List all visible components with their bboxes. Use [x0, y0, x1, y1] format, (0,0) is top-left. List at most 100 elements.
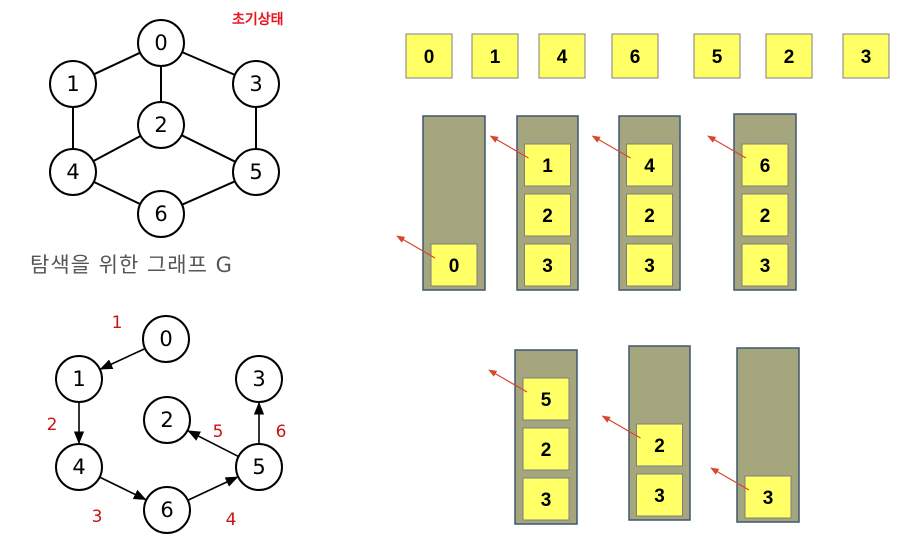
graph-node-6 — [137, 190, 185, 238]
dfs-node-label: 5 — [252, 455, 265, 479]
dfs-node-5 — [235, 443, 283, 491]
visit-box-label: 3 — [861, 47, 872, 68]
visit-box-label: 1 — [490, 47, 501, 68]
title: 초기상태 — [232, 12, 284, 28]
dfs-order-label: 1 — [112, 313, 123, 333]
dfs-node-4 — [55, 443, 103, 491]
visit-box — [693, 33, 741, 79]
dfs-node-label: 6 — [160, 498, 173, 522]
stack-3: 4 2 3 — [591, 115, 681, 291]
visit-box — [405, 33, 453, 79]
stack-item-label: 3 — [654, 486, 665, 507]
stack-7: 3 — [710, 347, 800, 523]
stack-item-label: 3 — [542, 256, 553, 277]
stack-item — [626, 243, 673, 287]
stack-item-label: 3 — [644, 256, 655, 277]
stack-item — [524, 243, 571, 287]
stack-item — [741, 143, 789, 187]
stack-item-label: 2 — [654, 436, 665, 457]
dfs-order-label: 6 — [276, 422, 287, 442]
stack-item-label: 2 — [542, 206, 553, 227]
visit-box-label: 6 — [630, 47, 641, 68]
graph-node-label: 4 — [66, 160, 79, 184]
stack-item-label: 2 — [760, 206, 771, 227]
stack-item — [524, 143, 571, 187]
visit-box — [765, 33, 813, 79]
graph-node-4 — [49, 148, 97, 196]
dfs-node-label: 3 — [252, 367, 265, 391]
stack-item — [522, 427, 570, 471]
graph-edge-6-5 — [181, 180, 236, 206]
stack-item-label: 2 — [644, 206, 655, 227]
stack-item — [522, 477, 570, 521]
dfs-order-label: 3 — [92, 507, 103, 527]
dfs-edge-4-6 — [99, 476, 147, 501]
stack-item — [636, 473, 683, 517]
dfs-order-label: 2 — [47, 415, 58, 435]
stack-item-label: 2 — [541, 440, 552, 461]
graph-edge-2-5 — [181, 134, 236, 163]
stack-item-label: 4 — [644, 156, 655, 177]
graph-node-3 — [232, 60, 280, 108]
graph-caption: 탐색을 위한 그래프 G — [30, 253, 233, 277]
visit-box-label: 2 — [784, 47, 795, 68]
stack-item-label: 1 — [542, 156, 553, 177]
stack-item — [626, 193, 673, 237]
graph-node-label: 5 — [249, 160, 262, 184]
top-pointer-arrow — [601, 415, 641, 439]
dfs-node-label: 1 — [72, 367, 85, 391]
visit-box — [611, 33, 659, 79]
graph-node-label: 2 — [154, 113, 167, 137]
dfs-node-1 — [55, 355, 103, 403]
visit-box-label: 0 — [424, 47, 435, 68]
stack-item — [522, 377, 570, 421]
top-pointer-arrow — [707, 135, 747, 159]
dfs-node-3 — [235, 355, 283, 403]
visit-box — [538, 33, 586, 79]
stack-item-label: 5 — [541, 390, 552, 411]
top-pointer-arrow — [489, 135, 529, 159]
dfs-node-6 — [143, 486, 191, 534]
dfs-order-label: 5 — [213, 422, 224, 442]
dfs-node-label: 2 — [160, 408, 173, 432]
stack-item — [741, 193, 789, 237]
stack-item — [741, 243, 789, 287]
stack-2: 1 2 3 — [489, 115, 579, 291]
dfs-node-label: 4 — [72, 455, 85, 479]
graph-node-5 — [232, 148, 280, 196]
dfs-node-label: 0 — [159, 327, 172, 351]
stack-item — [524, 193, 571, 237]
graph-edge-2-4 — [92, 134, 142, 163]
graph-node-2 — [137, 101, 185, 149]
dfs-order-label: 4 — [226, 510, 237, 530]
graph-node-1 — [49, 60, 97, 108]
top-pointer-arrow — [396, 235, 436, 259]
top-pointer-arrow — [710, 467, 750, 491]
stack-item — [430, 243, 478, 287]
graph-node-0 — [137, 19, 185, 67]
visit-sequence: 0 1 4 6 5 2 3 — [405, 33, 890, 79]
top-pointer-arrow — [591, 135, 631, 159]
stack-item-label: 6 — [760, 156, 771, 177]
stack-6: 23 — [601, 345, 691, 521]
stack-item — [744, 475, 792, 519]
visit-box — [471, 33, 519, 79]
dfs-edge-6-5 — [187, 476, 239, 501]
dfs-node-2 — [143, 396, 191, 444]
top-pointer-arrow — [488, 369, 528, 393]
graph-edge-4-6 — [93, 181, 141, 205]
stack-item-label: 0 — [449, 256, 460, 277]
graph-edge-0-1 — [93, 51, 141, 76]
stack-1: 0 — [396, 115, 486, 291]
stack-item-label: 3 — [760, 256, 771, 277]
stack-5: 523 — [488, 349, 578, 525]
dfs-node-0 — [142, 315, 190, 363]
stack-4: 6 2 3 — [707, 113, 797, 291]
visit-box — [842, 33, 890, 79]
visit-box-label: 5 — [712, 47, 723, 68]
visit-box-label: 4 — [557, 47, 568, 68]
graph-node-label: 6 — [154, 202, 167, 226]
